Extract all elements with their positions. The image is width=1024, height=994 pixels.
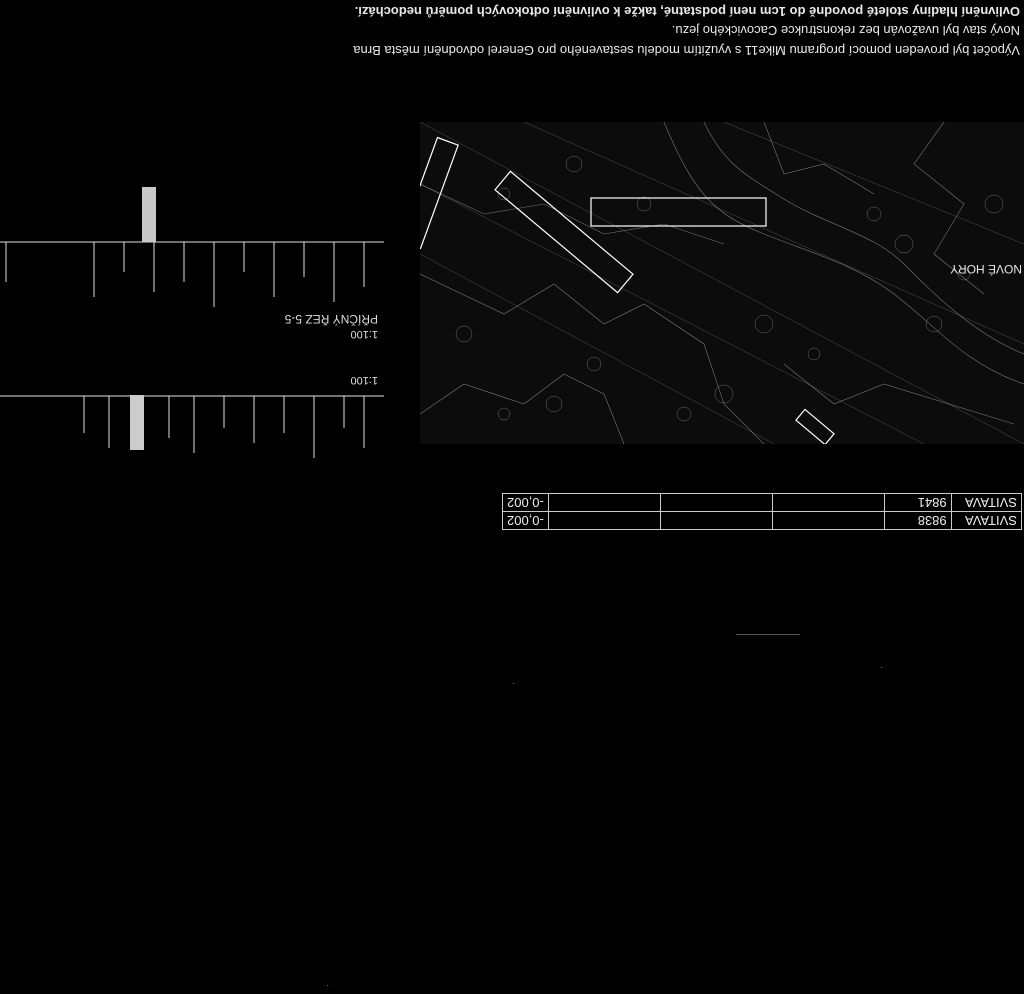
place-label: NOVÉ HORY bbox=[950, 262, 1022, 276]
cell-diff: -0,002 bbox=[502, 511, 549, 530]
map-drawing bbox=[420, 122, 1024, 444]
cell-value: 9841 bbox=[884, 493, 952, 512]
cell-river: SVITAVA bbox=[951, 511, 1022, 530]
cell-c5 bbox=[548, 511, 661, 530]
cell-river: SVITAVA bbox=[951, 493, 1022, 512]
scan-noise: · bbox=[512, 678, 516, 689]
cell-c3 bbox=[772, 511, 885, 530]
section-title: PŘÍČNÝ ŘEZ 5-5 bbox=[284, 312, 378, 326]
pier-block bbox=[130, 395, 144, 450]
pier-block bbox=[142, 187, 156, 242]
cell-c4 bbox=[660, 511, 773, 530]
scan-noise-line bbox=[736, 634, 800, 635]
building-outline bbox=[795, 408, 835, 444]
paragraph-line-1: Výpočet byl proveden pomocí programu Mik… bbox=[353, 43, 1020, 58]
scanned-drawing-sheet: Výpočet byl proveden pomocí programu Mik… bbox=[0, 4, 1024, 530]
situation-map: NOVÉ HORY bbox=[420, 122, 1024, 444]
cell-diff: -0,002 bbox=[502, 493, 549, 512]
rotated-sheet-content: Výpočet byl proveden pomocí programu Mik… bbox=[0, 4, 1024, 530]
building-outline bbox=[590, 197, 767, 227]
section-scale-2: 1:100 bbox=[350, 328, 378, 340]
section-drawing bbox=[0, 395, 384, 458]
cell-c4 bbox=[660, 493, 773, 512]
cell-c5 bbox=[548, 493, 661, 512]
cross-section-upper: 1:100 bbox=[0, 358, 384, 488]
table-row: SVITAVA 9838 -0,002 bbox=[502, 511, 1022, 530]
scan-noise: · bbox=[880, 662, 884, 673]
table-row: SVITAVA 9841 -0,002 bbox=[502, 493, 1022, 512]
paragraph-line-2: Nový stav byl uvažován bez rekonstrukce … bbox=[671, 23, 1020, 38]
results-table: SVITAVA 9838 -0,002 SVITAVA 9841 -0,002 bbox=[502, 493, 1022, 530]
cross-section-lower: 1:100 PŘÍČNÝ ŘEZ 5-5 bbox=[0, 182, 384, 342]
building-outline bbox=[494, 170, 634, 294]
cell-c3 bbox=[772, 493, 885, 512]
paragraph-line-3: Ovlivnění hladiny stoleté povodně do 1cm… bbox=[354, 4, 1020, 19]
section-scale-1: 1:100 bbox=[350, 374, 378, 386]
building-outline bbox=[420, 136, 459, 250]
cell-value: 9838 bbox=[884, 511, 952, 530]
section-drawing bbox=[0, 187, 384, 307]
scan-noise: · bbox=[326, 980, 330, 991]
